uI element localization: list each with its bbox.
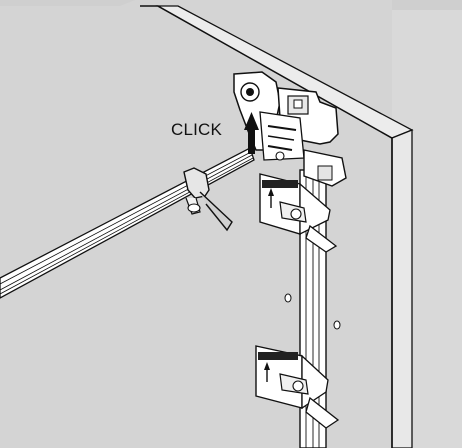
lower-bracket bbox=[255, 345, 340, 429]
hole-left bbox=[284, 293, 292, 303]
panel-side-thickness bbox=[391, 129, 413, 448]
rod-clip bbox=[183, 167, 233, 232]
upper-bracket bbox=[259, 173, 338, 253]
hinge-mechanism bbox=[233, 71, 347, 187]
panel-face bbox=[0, 0, 392, 448]
click-label: CLICK bbox=[171, 120, 223, 139]
hole-right bbox=[333, 320, 341, 330]
click-arrow bbox=[244, 112, 259, 154]
